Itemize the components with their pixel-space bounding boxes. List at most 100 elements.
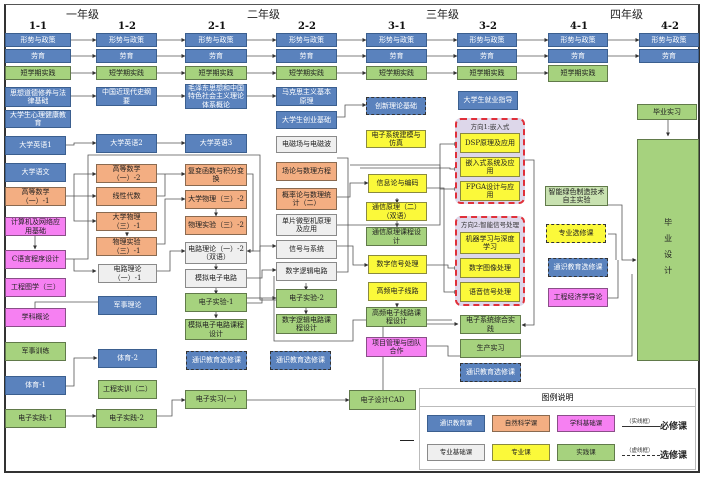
course-box[interactable]: 嵌入式系统及应用 <box>460 157 520 177</box>
course-box[interactable]: 劳育 <box>366 49 427 63</box>
course-box[interactable]: 项目管理与团队合作 <box>366 337 427 357</box>
course-box[interactable]: 形势与政策 <box>366 33 427 47</box>
course-box[interactable]: 电子设计CAD <box>349 390 416 410</box>
course-box[interactable]: 短学期实践 <box>96 66 157 80</box>
course-box[interactable]: 形势与政策 <box>276 33 337 47</box>
course-box[interactable]: 电路理论（一）-2（双语） <box>185 242 247 264</box>
course-box[interactable]: 大学生就业指导 <box>458 91 518 110</box>
course-box[interactable]: 中国近现代史纲要 <box>96 87 157 106</box>
course-box[interactable]: 大学物理（三）-2 <box>185 190 247 209</box>
legend-natural-science: 自然科学课 <box>492 415 550 432</box>
course-box[interactable]: 劳育 <box>639 49 699 63</box>
course-box[interactable]: 创新理论基础 <box>366 97 426 115</box>
course-box-graduation-design[interactable]: 毕业设计 <box>637 139 699 361</box>
course-box[interactable]: 毕业实习 <box>637 104 697 120</box>
course-box[interactable]: 电子系统建模与仿真 <box>366 130 426 148</box>
semester-label: 2-1 <box>207 21 227 32</box>
course-box[interactable]: 语音信号处理 <box>460 282 520 302</box>
course-box[interactable]: 大学英语1 <box>5 136 66 155</box>
legend-solid-note: （实线框） <box>626 419 654 425</box>
course-box[interactable]: 物理实验（三）-2 <box>185 216 247 235</box>
course-box[interactable]: 数字图像处理 <box>460 258 520 278</box>
course-box[interactable]: 信息论与编码 <box>368 174 427 193</box>
course-box[interactable]: 劳育 <box>96 49 157 63</box>
course-box[interactable]: 通信原理课程设计 <box>366 227 427 246</box>
course-box[interactable]: 劳育 <box>548 49 608 63</box>
course-box[interactable]: 短学期实践 <box>185 66 247 80</box>
course-box[interactable]: 劳育 <box>185 49 247 63</box>
course-box[interactable]: 短学期实践 <box>548 65 608 82</box>
course-box[interactable]: 电子系统综合实践 <box>460 315 521 334</box>
course-box[interactable]: 大学生心理健康教育 <box>5 110 71 128</box>
course-box[interactable]: 形势与政策 <box>548 33 608 47</box>
course-box[interactable]: 劳育 <box>457 49 517 63</box>
course-box[interactable]: 劳育 <box>276 49 337 63</box>
course-box[interactable]: 机器学习与深度学习 <box>460 232 520 254</box>
course-box[interactable]: 数字逻辑电路 <box>276 262 337 281</box>
course-box[interactable]: 马克思主义基本原理 <box>276 87 337 106</box>
course-box[interactable]: 工程图学（三） <box>5 278 66 297</box>
course-box[interactable]: 线性代数 <box>96 187 157 206</box>
course-box[interactable]: 生产实习 <box>460 339 521 358</box>
course-box[interactable]: 单片微型机原理及应用 <box>276 214 337 236</box>
direction-label: 方向1:嵌入式 <box>470 123 510 131</box>
course-box[interactable]: 概率论与数理统计（二） <box>276 188 337 210</box>
course-box[interactable]: 电磁场与电磁波 <box>276 136 337 153</box>
course-box[interactable]: 通识教育选修课 <box>270 351 331 370</box>
year-label: 二年级 <box>247 8 280 21</box>
course-box[interactable]: 大学英语2 <box>96 134 157 153</box>
course-box[interactable]: 高频电子线路课程设计 <box>366 307 427 327</box>
course-box[interactable]: 电子实验-2 <box>276 289 337 308</box>
course-box[interactable]: 数字信号处理 <box>368 255 427 274</box>
course-box[interactable]: 短学期实践 <box>276 66 337 80</box>
course-box[interactable]: 劳育 <box>5 49 71 63</box>
course-box[interactable]: 电子实习(一) <box>185 390 247 409</box>
course-box[interactable]: 形势与政策 <box>185 33 247 47</box>
course-box[interactable]: 体育-2 <box>98 349 157 368</box>
course-box[interactable]: 电子实践-2 <box>96 409 157 428</box>
course-box[interactable]: 高等数学（一）-1 <box>5 187 66 206</box>
course-box[interactable]: FPGA设计与应用 <box>460 181 520 201</box>
course-box[interactable]: 大学语文 <box>5 163 66 182</box>
course-box[interactable]: 短学期实践 <box>366 66 427 80</box>
course-box[interactable]: 短学期实践 <box>457 66 517 80</box>
course-box[interactable]: 模拟电子电路 <box>185 269 247 288</box>
course-box[interactable]: 大学物理（三）-1 <box>96 212 157 231</box>
course-box[interactable]: 通信原理（二）（双语） <box>366 202 427 221</box>
course-box[interactable]: 数字逻辑电路课程设计 <box>276 314 337 334</box>
course-box[interactable]: 大学英语3 <box>185 134 247 153</box>
course-box[interactable]: 信号与系统 <box>276 240 337 259</box>
course-box[interactable]: 复变函数与积分变换 <box>185 164 247 186</box>
course-box[interactable]: 学科概论 <box>5 308 66 327</box>
course-box[interactable]: 专业选修课 <box>546 224 606 243</box>
course-box[interactable]: 场论与数理方程 <box>276 162 337 181</box>
course-box[interactable]: 智能绿色制造技术自主实验 <box>545 186 608 206</box>
course-box[interactable]: DSP原理及应用 <box>460 133 520 153</box>
course-box[interactable]: 工程经济学导论 <box>548 288 608 307</box>
course-box[interactable]: 通识教育选修课 <box>186 351 247 370</box>
course-box[interactable]: 形势与政策 <box>5 33 71 47</box>
course-box[interactable]: C语言程序设计 <box>5 250 66 269</box>
course-box[interactable]: 电路理论（一）-1 <box>98 264 157 283</box>
course-box[interactable]: 工程实训（二） <box>98 380 157 399</box>
course-box[interactable]: 通识教育选修课 <box>548 258 608 277</box>
course-box[interactable]: 体育-1 <box>5 376 66 395</box>
course-box[interactable]: 军事理论 <box>98 296 157 315</box>
course-box[interactable]: 电子实验-1 <box>185 293 247 312</box>
course-box[interactable]: 形势与政策 <box>457 33 517 47</box>
course-box[interactable]: 思想道德修养与法律基础 <box>5 87 71 107</box>
course-box[interactable]: 形势与政策 <box>96 33 157 47</box>
course-box[interactable]: 毛泽东思想和中国特色社会主义理论体系概论 <box>185 84 247 109</box>
course-box[interactable]: 物理实验（三）-1 <box>96 237 157 256</box>
course-box[interactable]: 计算机及网络应用基础 <box>5 217 66 236</box>
course-box[interactable]: 通识教育选修课 <box>460 363 521 382</box>
course-box[interactable]: 形势与政策 <box>639 33 699 47</box>
course-box[interactable]: 军事训练 <box>5 342 66 361</box>
year-label: 一年级 <box>66 8 99 21</box>
course-box[interactable]: 高等数学（一）-2 <box>96 164 157 183</box>
course-box[interactable]: 模拟电子电路课程设计 <box>185 319 247 340</box>
course-box[interactable]: 高频电子线路 <box>368 282 427 301</box>
course-box[interactable]: 短学期实践 <box>5 66 71 80</box>
course-box[interactable]: 电子实践-1 <box>5 409 66 428</box>
course-box[interactable]: 大学生创业基础 <box>276 111 337 129</box>
